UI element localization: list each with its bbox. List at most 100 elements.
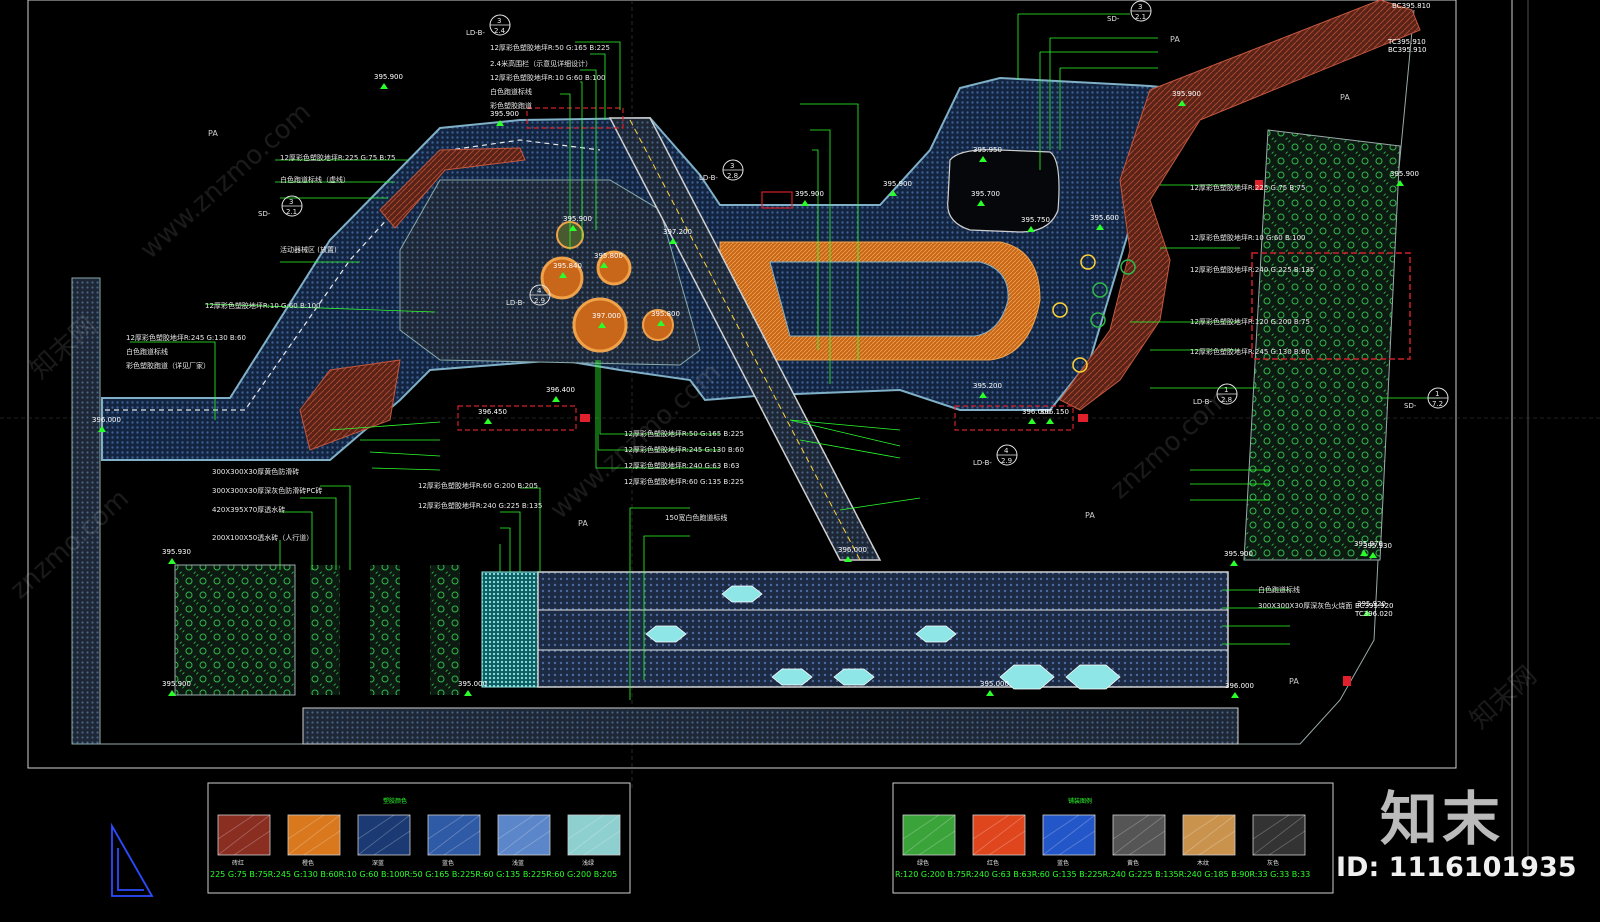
brand-id-label: ID: 1116101935 [1336,852,1577,883]
callout-tag: LD-B- [1193,398,1212,406]
elevation-triangle-icon [986,690,994,696]
legend-left-frame [207,782,631,894]
watermark-text: 知末网 [1465,661,1543,735]
elevation-label: 395.930 [1363,542,1392,550]
legend-swatch-name: 浅绿 [582,859,594,867]
callout-number: 3 [730,162,734,170]
bottom-strip [302,707,1239,745]
callout-tag: LD-B- [506,299,525,307]
area-label-pa: PA [208,129,218,138]
note-text: 12厚彩色塑胶地坪R:245 G:130 B:60 [1190,347,1310,356]
note-text: 12厚彩色塑胶地坪R:240 G:225 B:135 [418,501,542,510]
legend-swatch-name: 橙色 [302,859,314,867]
callout-tag: LD-B- [466,29,485,37]
elevation-label: 396.450 [478,408,507,416]
note-text: 12厚彩色塑胶地坪R:60 G:135 B:225 [624,477,744,486]
elevation-triangle-icon [1028,418,1036,424]
legend-title: 塑胶颜色 [383,797,407,805]
callout-sheet: 2.8 [1221,396,1232,404]
elevation-label: 395.900 [795,190,824,198]
bottom-green-area [174,564,296,696]
callout-tag: SD- [1404,402,1417,410]
callout-bubble: 32.1SD- [1107,0,1152,23]
callout-bubble: 42.9LD-B- [506,284,551,307]
note-text: 白色跑道标线（虚线） [280,175,350,184]
legend-swatch-name: 绿色 [917,859,929,867]
elevation-label: 396.000 [1022,408,1051,416]
legend-swatch: 浅蓝 [497,814,551,867]
bench-left [457,405,577,431]
elevation-label: 395.900 [1172,90,1201,98]
elevation-triangle-icon [889,190,897,196]
note-text: 12厚彩色塑胶地坪R:10 G:60 B:100 [205,301,320,310]
legend-swatch: 红色 [972,814,1026,867]
elevation-triangle-icon [380,83,388,89]
elevation-label: 395.840 [553,262,582,270]
grass-strip-3 [430,565,460,695]
legend-swatch: 蓝色 [427,814,481,867]
leader-lines [130,13,1440,700]
elevation-triangle-icon [1369,552,1377,558]
callout-number: 1 [1224,386,1228,394]
callout-number: 3 [289,198,293,206]
note-text: 白色跑道标线 [490,87,532,96]
legend-swatch-name: 蓝色 [1057,859,1069,867]
elevation-label: 395.900 [563,215,592,223]
elevation-triangle-icon [98,426,106,432]
elevation-triangle-icon [559,272,567,278]
annotation-notes: 12厚彩色塑胶地坪R:50 G:165 B:2252.4米高围栏（示意见详细设计… [126,43,1352,610]
elevation-label: 395.600 [1090,214,1119,222]
area-label-pa: PA [1289,677,1299,686]
note-text: 活动器械区 (放置) [280,245,337,254]
legend-caption: 225 G:75 B:75R:245 G:130 B:60R:10 G:60 B… [210,870,617,879]
legend-swatch: 深蓝 [357,814,411,867]
callout-bubble: 32.8LD-B- [699,159,744,182]
legend-right: 铺装图例绿色红色蓝色黄色木纹灰色R:120 G:200 B:75R:240 G:… [895,797,1310,879]
lane-hexagons [645,585,1121,690]
callout-number: 4 [1004,447,1009,455]
note-text: 150宽白色跑道标线 [665,513,727,522]
brick-strip-right [1059,0,1421,411]
bench-right [954,405,1074,431]
fitness-circle [1090,312,1106,328]
watermark-text: znzmo.com [1105,384,1235,506]
elevation-triangle-icon [600,262,608,268]
red-zone-right [1251,252,1411,360]
note-text: 2.4米高围栏（示意见详细设计） [490,59,592,68]
running-lanes [537,571,1229,688]
legend-swatch: 橙色 [287,814,341,867]
red-box-small [761,191,793,209]
note-text: 12厚彩色塑胶地坪R:10 G:60 B:100 [490,73,605,82]
callout-number: 3 [1138,3,1142,11]
elevation-triangle-icon [979,392,987,398]
elevation-label: 395.900 [162,680,191,688]
legend-swatch-name: 黄色 [1127,859,1139,867]
diagonal-road [608,117,882,561]
elevation-triangle-icon [1046,418,1054,424]
callout-number: 3 [497,17,501,25]
elevation-triangle-icon [168,558,176,564]
elevation-label: 395.800 [651,310,680,318]
elevation-label: 396.000 [1225,682,1254,690]
callout-bubble: 32.1SD- [258,195,303,218]
callout-tag: SD- [258,210,271,218]
callout-bubble: 42.9LD-B- [973,444,1018,467]
note-text: 12厚彩色塑胶地坪R:10 G:60 B:100 [1190,233,1305,242]
note-text: 12厚彩色塑胶地坪R:245 G:130 B:60 [126,333,246,342]
callout-sheet: 7.2 [1432,400,1443,408]
elevation-label: 395.700 [971,190,1000,198]
north-arrow-icon [111,822,154,897]
fitness-circle [1092,282,1108,298]
fitness-circle [1072,357,1088,373]
elevation-label: 395.900 [490,110,519,118]
elevation-label: 395.200 [973,382,1002,390]
callout-tag: LD-B- [973,459,992,467]
legend-swatch-name: 木纹 [1197,859,1209,867]
elevation-label: 395.930 [162,548,191,556]
area-label-pa: PA [1085,511,1095,520]
note-text: 白色跑道标线 [126,347,168,356]
legend-right-frame [892,782,1334,894]
